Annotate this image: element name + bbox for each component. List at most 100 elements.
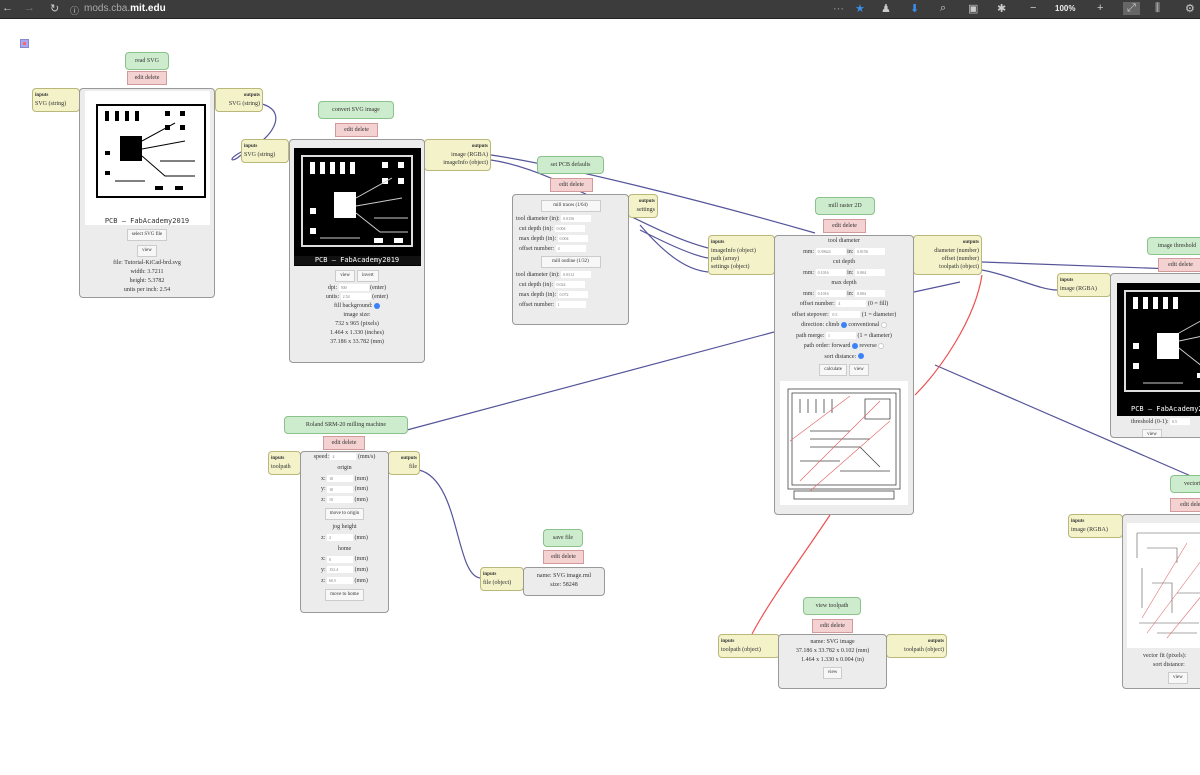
units-input[interactable]: 2.54 <box>340 293 371 301</box>
threshold-image: PCB – FabAcademy2019 <box>1117 283 1200 416</box>
info-icon[interactable]: ⓘ <box>70 6 80 16</box>
move-to-origin-button[interactable]: move to origin <box>324 507 365 520</box>
edit-delete-button[interactable]: edit delete <box>323 436 365 450</box>
edit-delete-button[interactable]: edit delete <box>335 123 378 137</box>
url-bar[interactable]: mods.cba.mit.edu <box>84 3 166 14</box>
climb-radio[interactable] <box>840 321 847 328</box>
reload-icon[interactable]: ↻ <box>50 3 60 15</box>
pocket-icon[interactable]: ♟ <box>881 3 891 15</box>
view-button[interactable]: view <box>335 270 356 282</box>
select-svg-file-button[interactable]: select SVG file <box>126 229 168 241</box>
offset-number-input[interactable]: 1 <box>555 301 586 309</box>
cut-depth-in-input[interactable]: 0.004 <box>854 268 885 276</box>
conventional-radio[interactable] <box>880 321 887 328</box>
cut-depth-input[interactable]: 0.024 <box>554 281 585 289</box>
mill-traces-button[interactable]: mill traces (1/64) <box>540 200 601 212</box>
bookmark-star-icon[interactable]: ★ <box>855 3 865 15</box>
edit-delete-button[interactable]: edit delete <box>812 619 853 633</box>
edit-delete-button[interactable]: edit delete <box>543 550 584 564</box>
module-title-convert-svg[interactable]: convert SVG image <box>318 101 394 119</box>
tool-diameter-mm-input[interactable]: 0.39624 <box>815 247 846 255</box>
cut-depth-input[interactable]: 0.004 <box>554 225 585 233</box>
pcb-preview-image: PCB – FabAcademy2019 <box>84 91 210 225</box>
zoom-level[interactable]: 100% <box>1055 4 1076 13</box>
module-title-mill-raster[interactable]: mill raster 2D <box>815 197 875 215</box>
module-title-view-toolpath[interactable]: view toolpath <box>803 597 861 615</box>
threshold-input[interactable]: 0.5 <box>1170 418 1190 426</box>
module-title-vectorize[interactable]: vectorize <box>1170 475 1200 493</box>
module-title-image-threshold[interactable]: image threshold <box>1147 237 1200 255</box>
folder-icon[interactable]: ▣ <box>968 3 979 15</box>
library-icon[interactable]: ⫼ <box>1155 2 1161 14</box>
cut-depth-mm-input[interactable]: 0.1016 <box>815 268 846 276</box>
move-to-home-button[interactable]: move to home <box>325 588 364 601</box>
mods-menu-icon[interactable] <box>20 39 29 48</box>
back-icon[interactable]: ← <box>2 2 13 14</box>
edit-delete-button[interactable]: edit delete <box>1158 258 1200 272</box>
reverse-radio[interactable] <box>878 342 885 349</box>
origin-y-input[interactable]: 10 <box>327 485 354 493</box>
view-button[interactable]: view <box>849 364 869 376</box>
edit-delete-button[interactable]: edit delete <box>1170 498 1200 512</box>
extension-icon[interactable]: ✱ <box>997 3 1007 15</box>
fill-background-checkbox[interactable] <box>374 302 380 309</box>
edit-delete-button[interactable]: edit delete <box>127 71 167 85</box>
jog-z-input[interactable]: 2 <box>327 533 353 541</box>
sort-distance-checkbox[interactable] <box>857 353 864 360</box>
view-button[interactable]: view <box>1142 429 1162 437</box>
view-button[interactable]: view <box>822 667 843 679</box>
max-depth-input[interactable]: 0.004 <box>557 235 588 243</box>
tool-diameter-input[interactable]: 0.0156 <box>561 215 592 223</box>
zoom-out-icon[interactable]: − <box>1030 2 1037 14</box>
home-z-input[interactable]: 60.5 <box>327 577 353 585</box>
module-title-save-file[interactable]: save file <box>543 529 583 547</box>
home-x-input[interactable]: 0 <box>327 555 354 563</box>
path-merge-input[interactable]: 1 <box>826 331 856 339</box>
offset-number-input[interactable]: 4 <box>836 300 867 308</box>
edit-delete-button[interactable]: edit delete <box>823 219 866 233</box>
invert-button[interactable]: invert <box>357 270 379 282</box>
edit-delete-button[interactable]: edit delete <box>550 178 593 192</box>
module-title-read-svg[interactable]: read SVG <box>125 52 169 70</box>
search-icon[interactable]: ⌕ <box>940 2 947 14</box>
max-depth-input[interactable]: 0.072 <box>557 291 588 299</box>
origin-x-input[interactable]: 10 <box>327 474 354 482</box>
download-icon[interactable]: ⬇ <box>910 3 920 15</box>
home-y-input[interactable]: 152.4 <box>327 566 354 574</box>
offset-stepover-input[interactable]: 0.5 <box>830 310 861 318</box>
speed-input[interactable]: 4 <box>330 453 357 461</box>
tool-diameter-input[interactable]: 0.0312 <box>561 271 592 279</box>
max-depth-mm-input[interactable]: 0.1016 <box>815 289 846 297</box>
module-title-pcb-defaults[interactable]: set PCB defaults <box>537 156 604 174</box>
calculate-button[interactable]: calculate <box>819 364 848 376</box>
module-title-roland[interactable]: Roland SRM-20 milling machine <box>284 416 408 434</box>
settings-gear-icon[interactable]: ⚙ <box>1185 3 1195 15</box>
page-actions-icon[interactable]: ⋯ <box>833 3 844 15</box>
mill-outline-button[interactable]: mill outline (1/32) <box>540 256 601 268</box>
dpi-input[interactable]: 500 <box>338 284 369 292</box>
view-button[interactable]: view <box>137 245 157 257</box>
forward-radio[interactable] <box>851 342 858 349</box>
forward-icon[interactable]: → <box>24 2 35 14</box>
view-button[interactable]: view <box>1168 672 1188 684</box>
fullscreen-icon[interactable]: ⤢ <box>1123 2 1140 15</box>
max-depth-in-input[interactable]: 0.004 <box>854 289 885 297</box>
offset-number-input[interactable]: 4 <box>555 245 586 253</box>
zoom-in-icon[interactable]: + <box>1097 2 1104 14</box>
tool-diameter-in-input[interactable]: 0.0156 <box>854 247 885 255</box>
origin-z-input[interactable]: 10 <box>327 496 353 504</box>
